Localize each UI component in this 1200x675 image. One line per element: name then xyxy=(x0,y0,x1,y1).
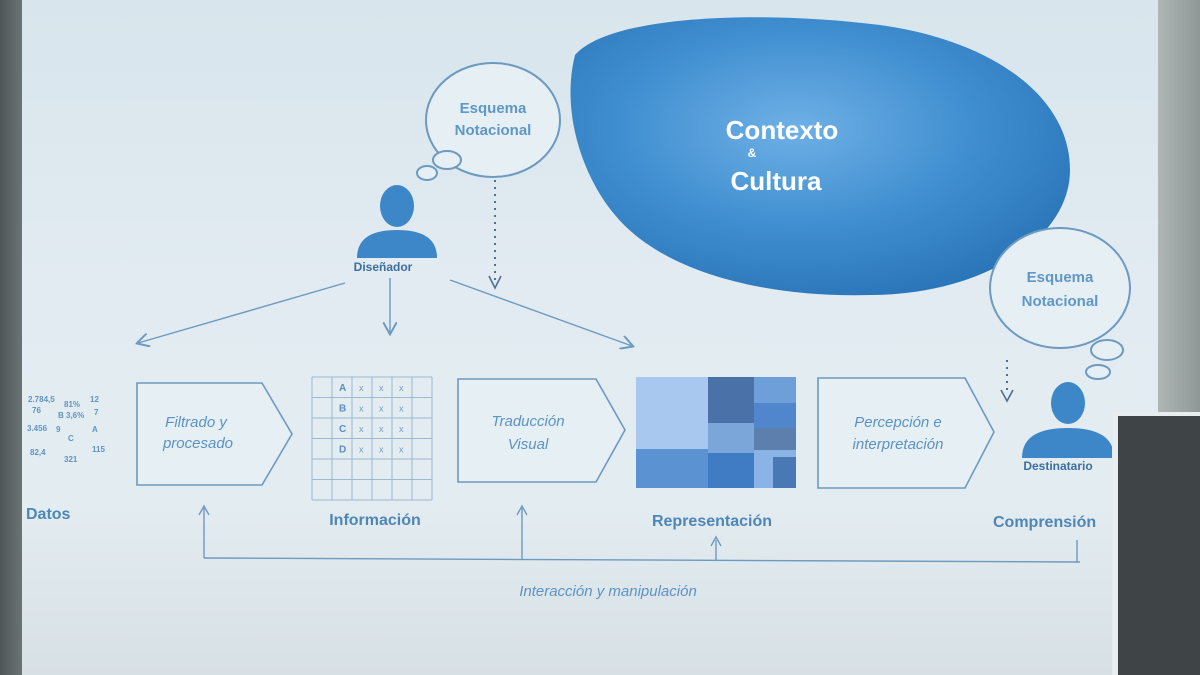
info-row-label: C xyxy=(339,424,346,435)
data-number: 321 xyxy=(64,455,78,464)
translation-line1: Traducción xyxy=(491,413,564,430)
process-box-perception: Percepción e interpretación xyxy=(817,377,995,489)
info-cell-mark: x xyxy=(379,445,384,455)
info-cell-mark: x xyxy=(379,383,384,393)
filtering-line1: Filtrado y xyxy=(165,414,228,431)
recipient-label: Destinatario xyxy=(1023,459,1092,473)
filtering-line2: procesado xyxy=(162,435,233,452)
data-number: A xyxy=(92,425,98,434)
info-cell-mark: x xyxy=(399,424,404,434)
designer-bubble-line2: Notacional xyxy=(455,122,532,139)
interaction-bracket xyxy=(198,504,1081,563)
data-number: 2.784,5 xyxy=(28,395,55,404)
cloud-line2: Cultura xyxy=(731,166,823,196)
designer-thought-bubble: Esquema Notacional xyxy=(416,62,561,181)
designer-label: Diseñador xyxy=(354,260,413,274)
data-number: 76 xyxy=(32,406,41,415)
info-cell-mark: x xyxy=(399,383,404,393)
info-cell-mark: x xyxy=(359,424,364,434)
info-cell-mark: x xyxy=(359,445,364,455)
perception-line2: interpretación xyxy=(853,436,944,453)
info-row-label: D xyxy=(339,445,346,456)
data-number: 7 xyxy=(94,408,99,417)
data-number: 3.456 xyxy=(27,424,48,433)
designer-person-icon: Diseñador xyxy=(354,185,437,274)
data-number: 81% xyxy=(64,400,80,409)
info-row-label: B xyxy=(339,404,346,415)
data-number: 115 xyxy=(92,445,105,454)
representation-treemap xyxy=(636,377,796,488)
cloud-amp: & xyxy=(748,146,757,160)
recipient-thought-bubble: Esquema Notacional xyxy=(989,227,1131,380)
recipient-bubble-line1: Esquema xyxy=(1027,269,1094,286)
cloud-line1: Contexto xyxy=(726,115,839,145)
designer-bubble-line1: Esquema xyxy=(460,100,527,117)
info-row-label: A xyxy=(339,383,346,394)
data-number: 12 xyxy=(90,395,99,404)
translation-line2: Visual xyxy=(508,436,549,453)
designer-arrow-right xyxy=(449,279,632,346)
info-cell-mark: x xyxy=(379,404,384,414)
foreground-monitor xyxy=(1112,412,1200,675)
stage-comprehension: Comprensión xyxy=(993,514,1096,531)
info-cell-mark: x xyxy=(359,383,364,393)
data-number: C xyxy=(68,434,74,443)
recipient-bubble-line2: Notacional xyxy=(1022,293,1099,310)
interaction-label: Interacción y manipulación xyxy=(519,583,697,600)
designer-arrow-left xyxy=(138,282,346,343)
info-cell-mark: x xyxy=(399,404,404,414)
context-culture-cloud: Contexto & Cultura xyxy=(570,17,1070,296)
data-number: 3,6% xyxy=(66,411,84,420)
left-projection-edge xyxy=(0,0,22,675)
stage-information: Información xyxy=(329,512,421,529)
stage-representation: Representación xyxy=(652,513,772,530)
perception-line1: Percepción e xyxy=(854,414,942,431)
recipient-person-icon: Destinatario xyxy=(1022,382,1114,473)
info-cell-mark: x xyxy=(399,445,404,455)
info-cell-mark: x xyxy=(359,404,364,414)
stage-data: Datos xyxy=(26,506,71,523)
process-box-filtering: Filtrado y procesado xyxy=(136,382,293,486)
data-number: 9 xyxy=(56,425,61,434)
process-box-visual-translation: Traducción Visual xyxy=(457,378,626,483)
info-cell-mark: x xyxy=(379,424,384,434)
data-number: 82,4 xyxy=(30,448,46,457)
data-number: B xyxy=(58,411,64,420)
